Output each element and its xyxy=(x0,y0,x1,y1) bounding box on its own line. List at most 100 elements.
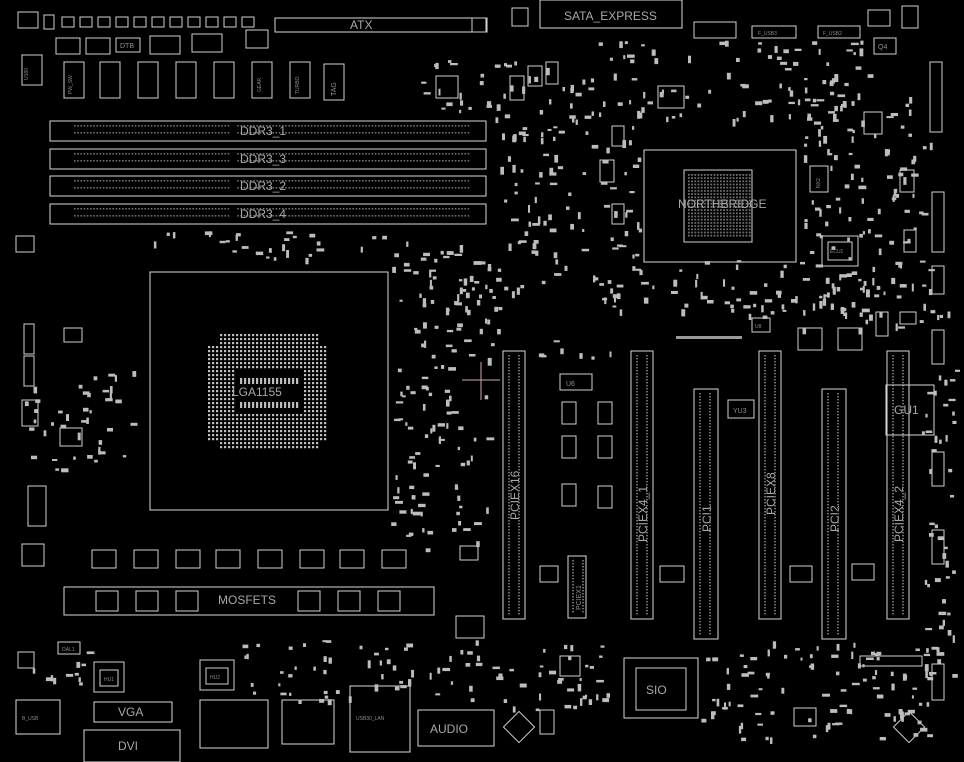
pad xyxy=(604,297,607,305)
pad xyxy=(839,207,842,214)
pad xyxy=(208,434,211,437)
pad xyxy=(368,125,370,127)
pad xyxy=(764,538,766,540)
pad xyxy=(346,153,348,155)
pad xyxy=(308,342,311,345)
pad xyxy=(952,420,957,424)
pad xyxy=(291,187,294,189)
pad xyxy=(800,657,803,661)
pad xyxy=(232,338,235,341)
pad xyxy=(425,548,431,553)
pad xyxy=(819,209,822,217)
pad xyxy=(691,212,693,215)
pad xyxy=(464,215,466,217)
pad xyxy=(837,585,839,587)
pad xyxy=(288,426,291,429)
pad xyxy=(764,604,766,606)
pad xyxy=(742,225,745,227)
pad xyxy=(324,366,327,369)
pad xyxy=(697,231,700,234)
pad xyxy=(280,350,283,353)
pad xyxy=(308,418,311,421)
pad xyxy=(276,426,279,429)
pad xyxy=(837,441,839,443)
pad xyxy=(907,709,915,714)
pad xyxy=(892,475,894,477)
pad xyxy=(636,391,638,393)
pad xyxy=(451,160,454,162)
pad xyxy=(276,434,279,437)
pad xyxy=(458,153,460,155)
pad xyxy=(646,382,648,384)
pad xyxy=(307,215,310,217)
pad xyxy=(186,153,188,155)
pad xyxy=(572,602,574,604)
pad xyxy=(795,648,800,651)
pad xyxy=(432,132,434,134)
pad xyxy=(173,180,175,182)
pad xyxy=(770,711,775,715)
pad xyxy=(252,334,255,337)
pad xyxy=(518,604,520,606)
pad xyxy=(774,367,776,369)
pad xyxy=(228,426,231,429)
pad xyxy=(709,609,711,611)
pad xyxy=(748,212,751,215)
pad xyxy=(220,394,223,397)
pad xyxy=(303,643,306,647)
pad xyxy=(294,153,297,155)
pad xyxy=(312,418,315,421)
pad xyxy=(98,440,103,445)
pad xyxy=(212,382,215,385)
pad xyxy=(93,215,95,217)
pad xyxy=(840,689,847,692)
pad xyxy=(324,438,327,441)
pad xyxy=(926,702,930,707)
pad xyxy=(902,415,904,417)
pad xyxy=(216,362,219,365)
pad xyxy=(767,55,773,59)
pad xyxy=(208,125,210,127)
pad xyxy=(709,456,711,458)
pad xyxy=(264,358,267,361)
pad xyxy=(699,492,701,494)
pad xyxy=(748,218,751,221)
pad xyxy=(449,395,452,402)
pad xyxy=(918,702,923,706)
pad xyxy=(508,541,510,543)
pad xyxy=(879,737,886,741)
pad xyxy=(636,421,638,423)
pad xyxy=(577,683,582,692)
pad xyxy=(699,597,701,599)
pad xyxy=(646,412,648,414)
pad xyxy=(646,589,648,591)
pad xyxy=(508,529,510,531)
pad xyxy=(694,206,697,208)
pad xyxy=(518,535,520,537)
pad xyxy=(131,132,134,134)
pad xyxy=(304,390,307,393)
pad xyxy=(837,405,839,407)
pad xyxy=(374,208,377,210)
pad xyxy=(445,160,447,162)
pad xyxy=(464,208,466,210)
pad xyxy=(646,613,648,615)
pad xyxy=(518,562,520,564)
pad xyxy=(292,350,295,353)
pad xyxy=(227,160,230,162)
pad xyxy=(646,364,648,366)
pad xyxy=(699,615,701,617)
pad xyxy=(352,180,354,182)
pad xyxy=(837,438,839,440)
pad xyxy=(636,472,638,474)
pad xyxy=(818,129,821,137)
pad xyxy=(712,657,719,662)
pad xyxy=(699,408,701,410)
pad xyxy=(284,346,287,349)
pad xyxy=(154,125,156,127)
pad xyxy=(378,208,380,210)
pad xyxy=(837,462,839,464)
pad xyxy=(572,593,574,595)
pad xyxy=(326,125,329,127)
pad xyxy=(252,422,255,425)
